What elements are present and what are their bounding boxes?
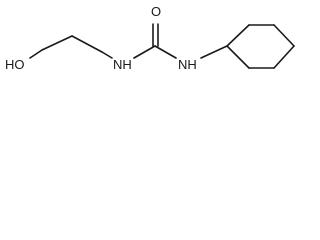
molecule-diagram: HO NH O NH [5,4,295,72]
ring-bond-1 [226,24,250,47]
ring-bond-3 [273,24,295,47]
bonds [29,23,295,69]
structure-canvas: HO NH O NH [0,0,300,104]
bond-c1-c2 [41,35,73,51]
ring-bond-6 [226,45,250,69]
carbonyl-oxygen-label: O [151,4,161,19]
amide-n-left-label: NH [113,57,132,72]
bond-o-c1 [29,49,43,59]
hydroxyl-label: HO [5,57,25,72]
bond-n2-ring [200,45,228,59]
ring-bond-4 [273,45,295,69]
bond-c2-c3 [71,35,103,53]
bond-c3-n1 [101,51,113,59]
amide-n-right-label: NH [178,57,197,72]
bond-ccarbonyl-n2 [154,45,177,59]
bond-n1-ccarbonyl [133,45,156,59]
